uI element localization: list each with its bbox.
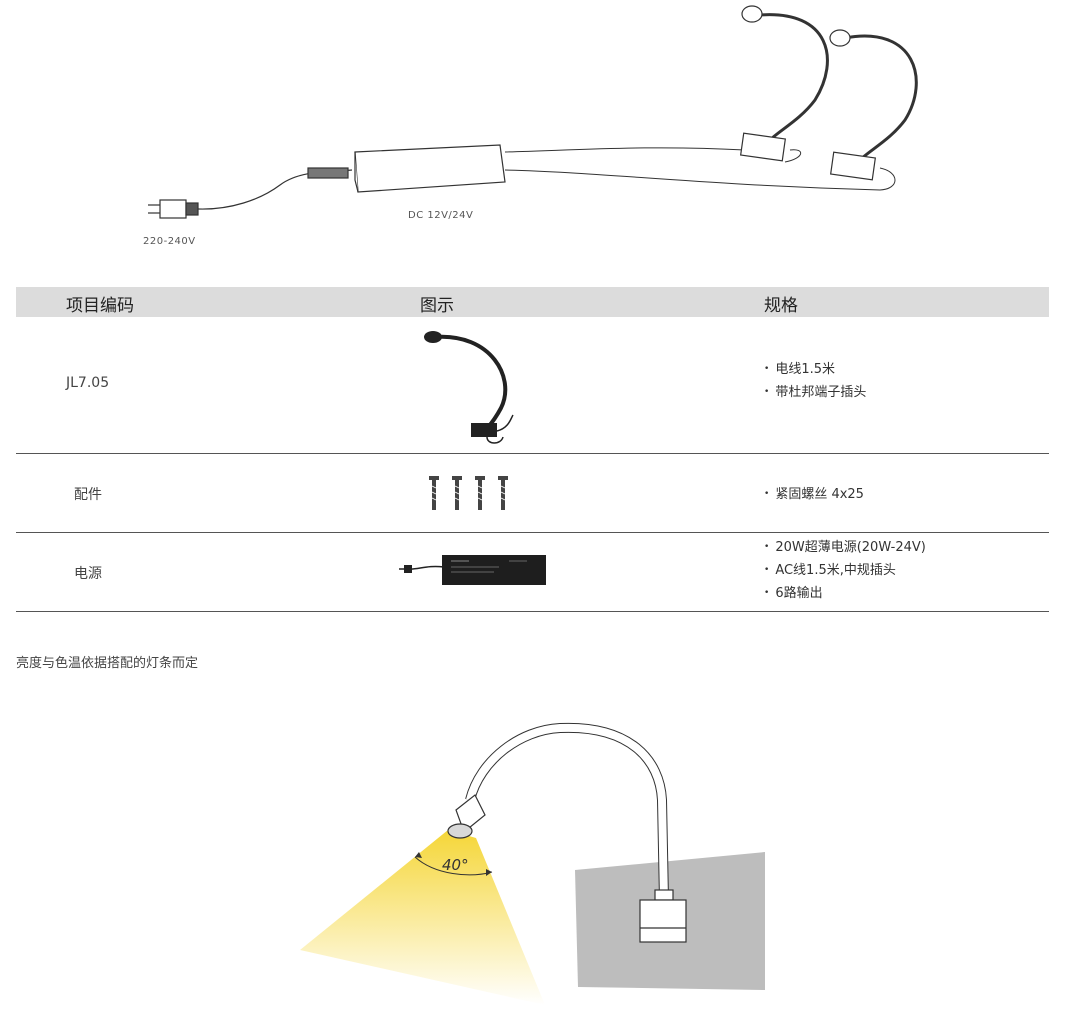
spec-item: 电线1.5米 xyxy=(764,359,866,382)
row-code: JL7.05 xyxy=(66,375,110,391)
table-row: JL7.05 电线1.5米 带杜邦端子插头 xyxy=(16,317,1049,454)
gooseneck-lamp-2 xyxy=(829,29,918,181)
beam-angle-diagram: 40° xyxy=(300,722,765,1005)
row-code: 电源 xyxy=(74,566,102,582)
screws-icon xyxy=(429,476,508,510)
row-code: 配件 xyxy=(74,487,102,503)
table-row: 电源 20W超薄电源(20W-24V) AC线1.5米,中规插头 6路输出 xyxy=(16,533,1049,612)
spec-item: 6路输出 xyxy=(764,583,926,606)
spec-item: AC线1.5米,中规插头 xyxy=(764,560,926,583)
gooseneck-lamp-icon xyxy=(424,331,514,444)
light-beam xyxy=(300,830,545,1005)
connector-box-icon xyxy=(639,889,687,943)
power-supply-icon xyxy=(399,555,546,585)
spec-item: 紧固螺丝 4x25 xyxy=(764,484,864,507)
power-supply-unit xyxy=(307,144,506,193)
wiring-diagram xyxy=(148,5,918,219)
beam-angle-label: 40° xyxy=(442,856,469,874)
table-header: 项目编码 图示 规格 xyxy=(16,287,1049,317)
driver-output-label: DC 12V/24V xyxy=(408,210,474,221)
header-spec: 规格 xyxy=(764,296,798,316)
row-specs: 电线1.5米 带杜邦端子插头 xyxy=(764,359,866,405)
header-code: 项目编码 xyxy=(66,296,134,316)
spec-item: 带杜邦端子插头 xyxy=(764,382,866,405)
gooseneck-lamp-1 xyxy=(739,5,829,162)
spec-item: 20W超薄电源(20W-24V) xyxy=(764,537,926,560)
header-image: 图示 xyxy=(420,296,454,316)
plug-voltage-label: 220-240V xyxy=(143,236,196,247)
brightness-note: 亮度与色温依据搭配的灯条而定 xyxy=(16,656,199,671)
row-specs: 20W超薄电源(20W-24V) AC线1.5米,中规插头 6路输出 xyxy=(764,537,926,606)
lamp-head-icon xyxy=(447,794,486,839)
row-specs: 紧固螺丝 4x25 xyxy=(764,484,864,507)
table-row: 配件 紧固螺丝 4x25 xyxy=(16,454,1049,533)
